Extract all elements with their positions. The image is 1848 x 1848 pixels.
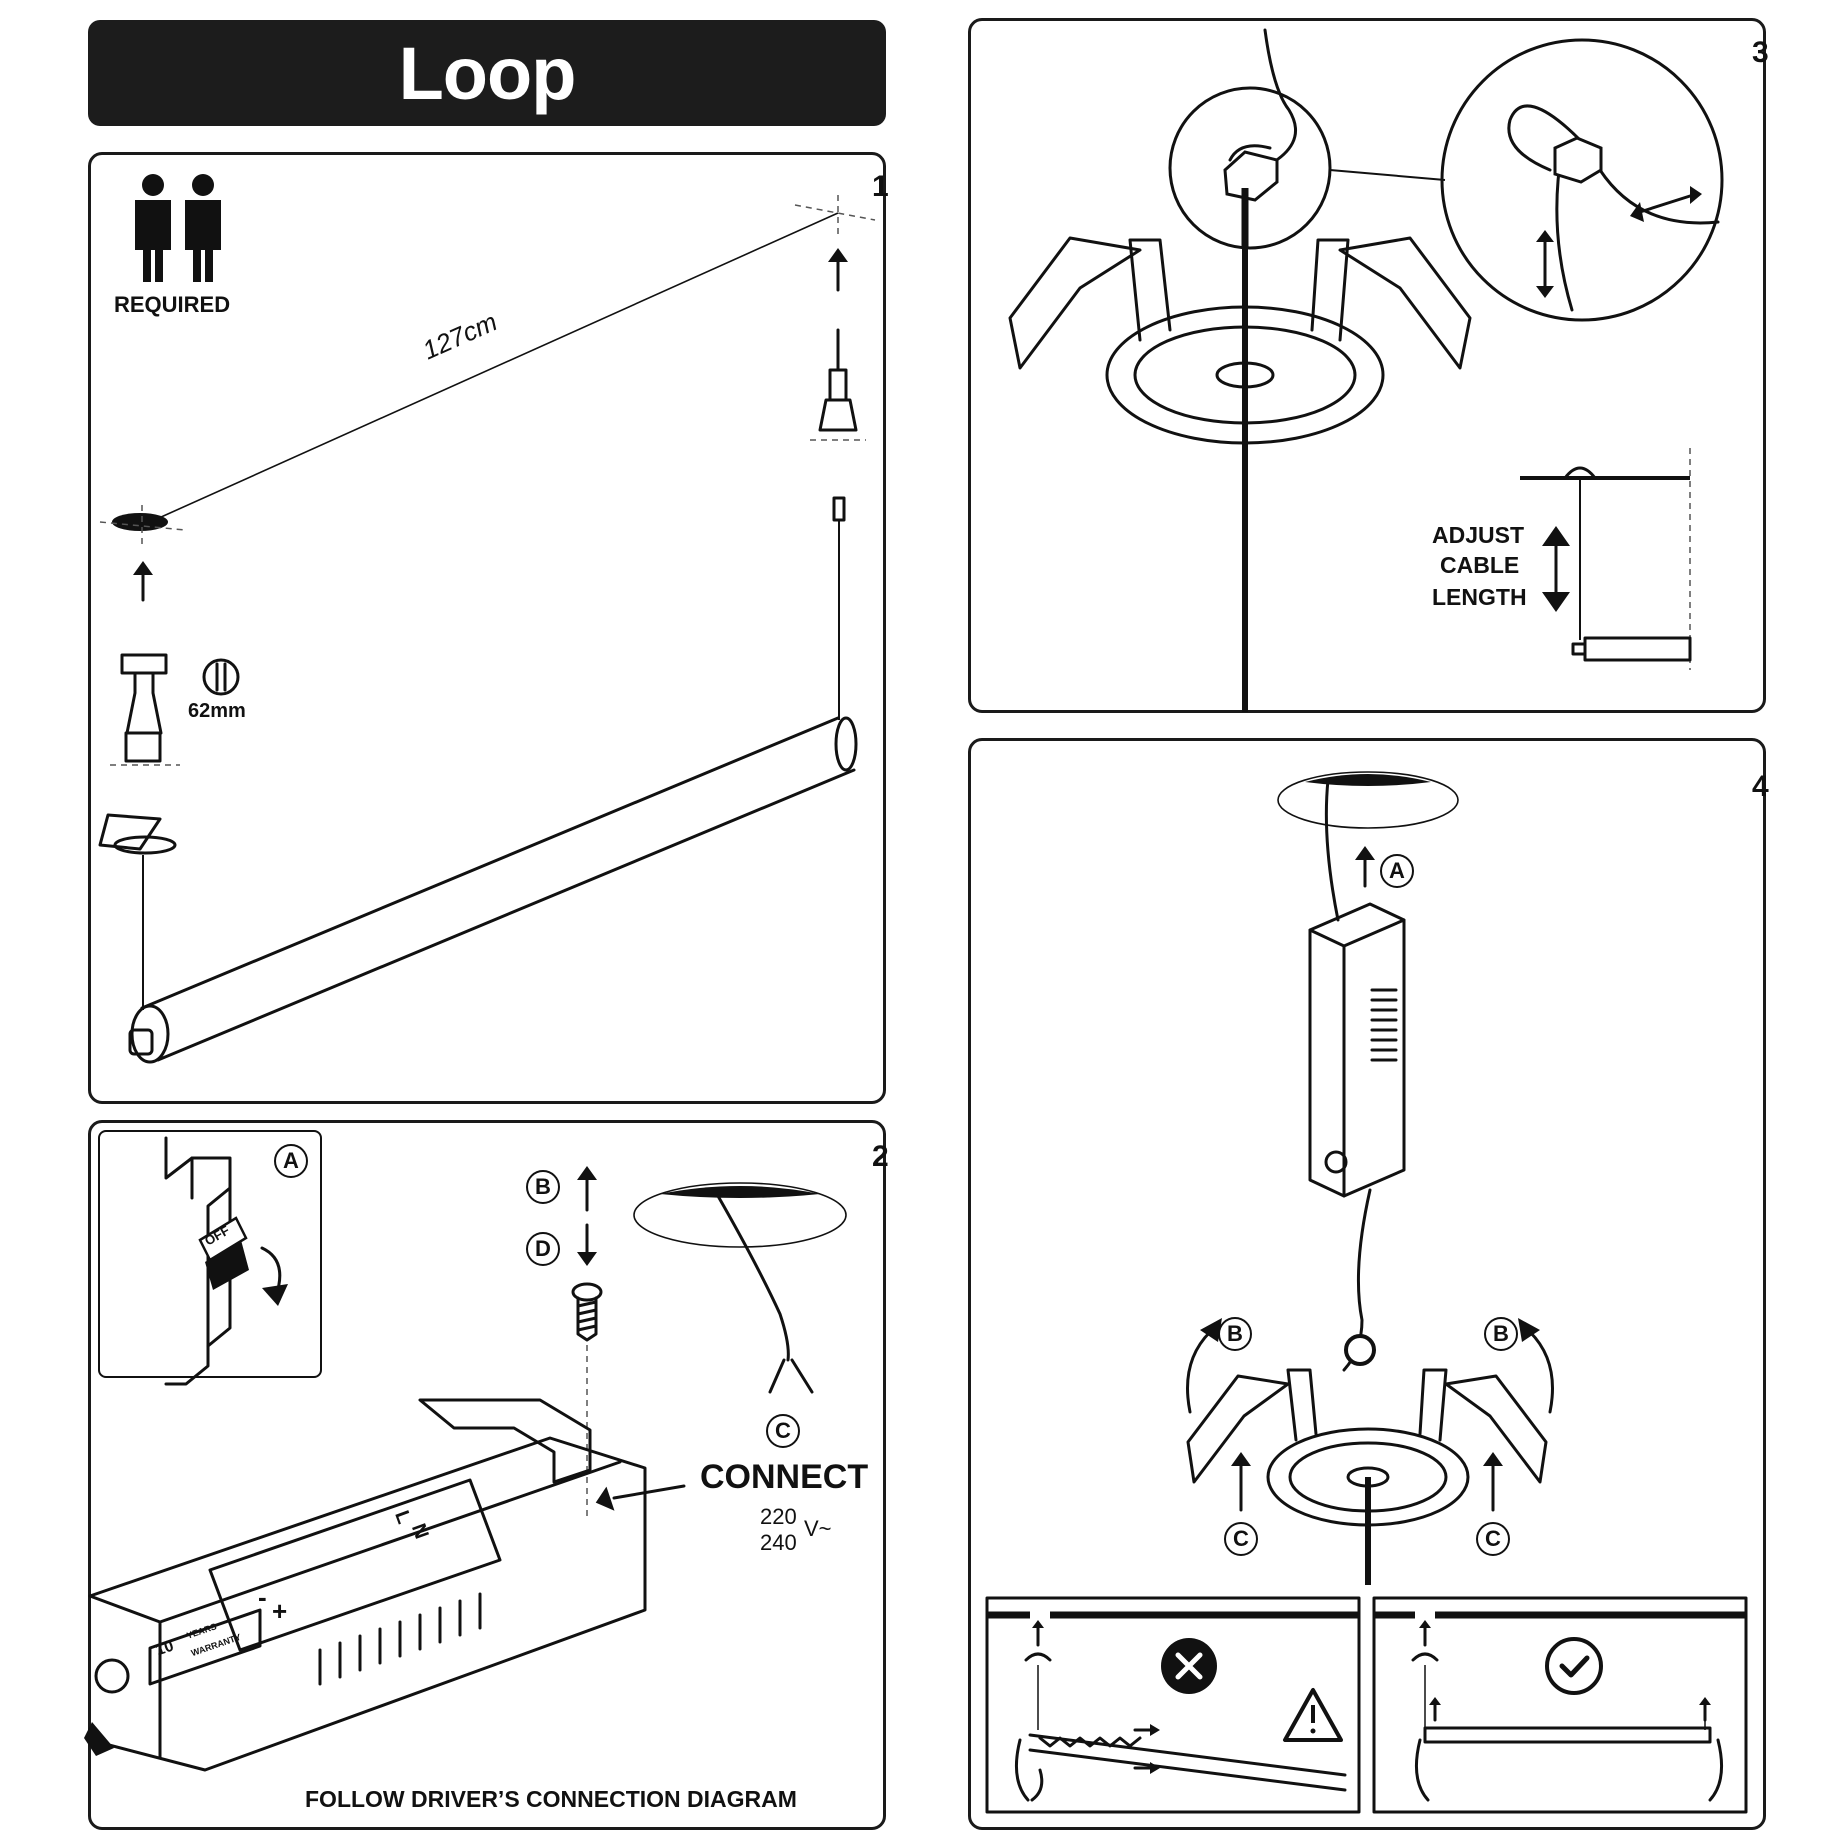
connect-label: CONNECT (700, 1458, 869, 1496)
label-b: B (526, 1170, 560, 1204)
two-people-icon (135, 174, 221, 282)
driver-diagram-footer: FOLLOW DRIVER’S CONNECTION DIAGRAM (305, 1786, 797, 1812)
step4-number: 4 (1752, 770, 1769, 803)
step4-label-a: A (1380, 854, 1414, 888)
label-c: C (766, 1414, 800, 1448)
step3-panel (968, 18, 1766, 713)
warning-triangle-icon (1283, 1688, 1343, 1742)
step1-number: 1 (872, 170, 889, 203)
check-circle-icon (1545, 1637, 1603, 1695)
step4-label-b-right: B (1484, 1317, 1518, 1351)
switch-inset (98, 1130, 322, 1378)
label-d: D (526, 1232, 560, 1266)
step2-number: 2 (872, 1140, 889, 1173)
voltage-220: 220 (760, 1504, 797, 1529)
terminal-plus: + (272, 1596, 288, 1626)
adjust-label: ADJUST (1432, 522, 1525, 548)
step4-label-c-left: C (1224, 1522, 1258, 1556)
off-switch-icon (198, 1216, 249, 1290)
label-a: A (274, 1144, 308, 1178)
terminal-minus: - (258, 1582, 267, 1612)
drill-bit-icon (818, 328, 858, 432)
title-bar: Loop (88, 20, 886, 126)
required-label: REQUIRED (114, 292, 231, 317)
length-adjust-label: LENGTH (1432, 584, 1527, 610)
cable-label: CABLE (1440, 552, 1520, 578)
warranty-badge (148, 1608, 262, 1686)
cross-circle-icon (1161, 1638, 1217, 1694)
step3-number: 3 (1752, 36, 1769, 69)
step4-panel (968, 738, 1766, 1830)
step1-panel (88, 152, 886, 1104)
voltage-240: 240 (760, 1530, 797, 1555)
screw-icon (571, 1282, 603, 1342)
step4-label-b-left: B (1218, 1317, 1252, 1351)
voltage-unit: V~ (804, 1516, 832, 1541)
drill-size-label: 62mm (188, 700, 246, 722)
step4-label-c-right: C (1476, 1522, 1510, 1556)
page-title: Loop (398, 31, 577, 115)
